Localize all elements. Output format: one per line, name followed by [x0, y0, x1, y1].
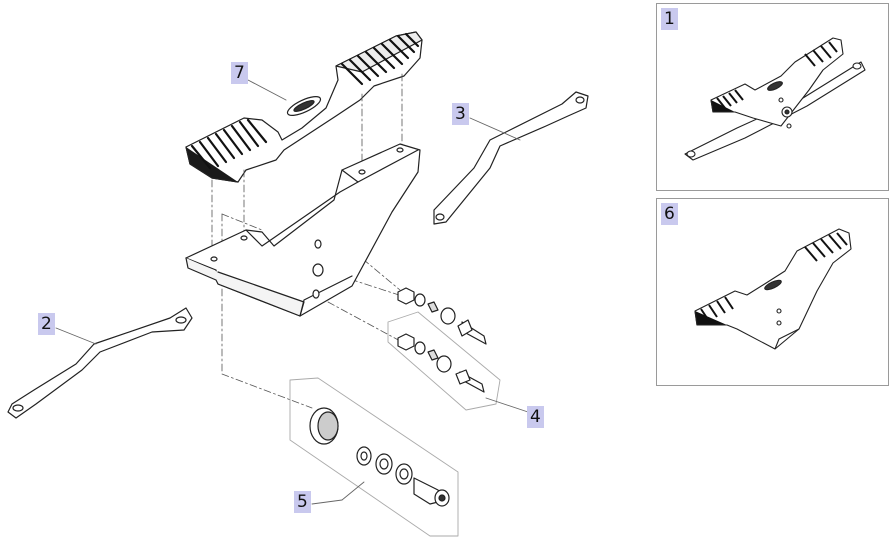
inset-illustration [694, 228, 852, 350]
right-link-arm [433, 91, 589, 225]
inset-assembled-with-link[interactable]: 1 [656, 3, 889, 191]
fastener-kit-large [289, 377, 459, 537]
callout-right-link: 3 [452, 103, 469, 125]
inset-label: 1 [661, 8, 678, 30]
left-link-arm [7, 307, 193, 419]
inset-label: 6 [661, 203, 678, 225]
main-bracket [185, 143, 421, 317]
footrest-plate [185, 31, 423, 183]
inset-illustration [684, 37, 866, 161]
callout-bolt-kit-large: 5 [294, 491, 311, 513]
callout-left-link: 2 [38, 313, 55, 335]
inset-assembled-plain[interactable]: 6 [656, 198, 889, 386]
fastener-kit-small [387, 287, 501, 411]
callout-pedal-assembly: 7 [231, 62, 248, 84]
callout-bolt-kit-small: 4 [527, 406, 544, 428]
